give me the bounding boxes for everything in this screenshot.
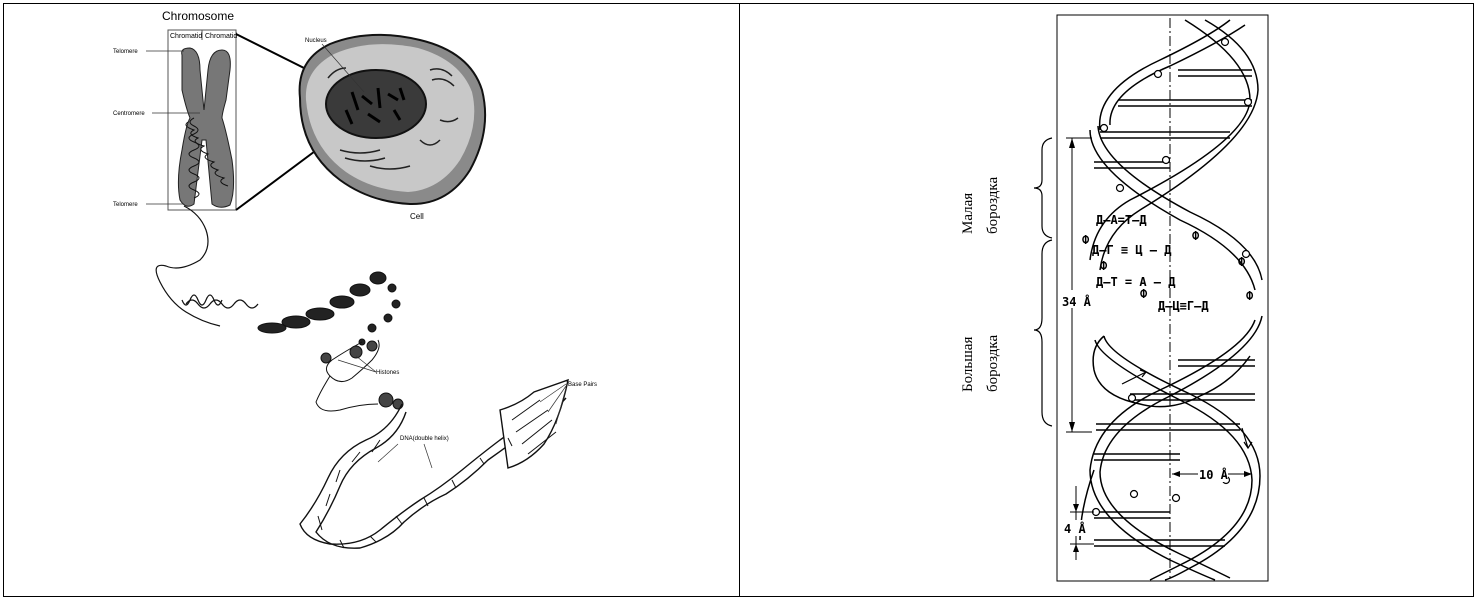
solenoid-fiber — [258, 272, 400, 345]
chromatid-right-label: Chromatid — [205, 33, 237, 40]
dna-leader-2 — [424, 444, 432, 468]
dna-double-helix — [300, 380, 568, 548]
chromatin-fiber — [156, 206, 258, 326]
chromatid-left-label: Chromatid — [170, 33, 202, 40]
dna-label: DNA(double helix) — [400, 436, 449, 442]
panel-divider — [739, 3, 740, 597]
dna-leader-1 — [378, 444, 398, 462]
cell-nucleus — [326, 70, 426, 138]
centromere-label: Centromere — [113, 111, 145, 117]
cell-label: Cell — [410, 212, 424, 221]
telomere-top-label: Telomere — [113, 49, 138, 55]
base-pairs-label: Base Pairs — [568, 382, 597, 388]
nucleus-label: Nucleus — [305, 38, 327, 44]
histones-label: Histones — [376, 370, 399, 376]
chromosome-title: Chromosome — [162, 9, 234, 23]
chromosome-body — [178, 48, 233, 207]
telomere-bottom-label: Telomere — [113, 202, 138, 208]
chromosome-diagram: Chromosome Chromatid Chromatid Telomere … — [0, 0, 739, 600]
